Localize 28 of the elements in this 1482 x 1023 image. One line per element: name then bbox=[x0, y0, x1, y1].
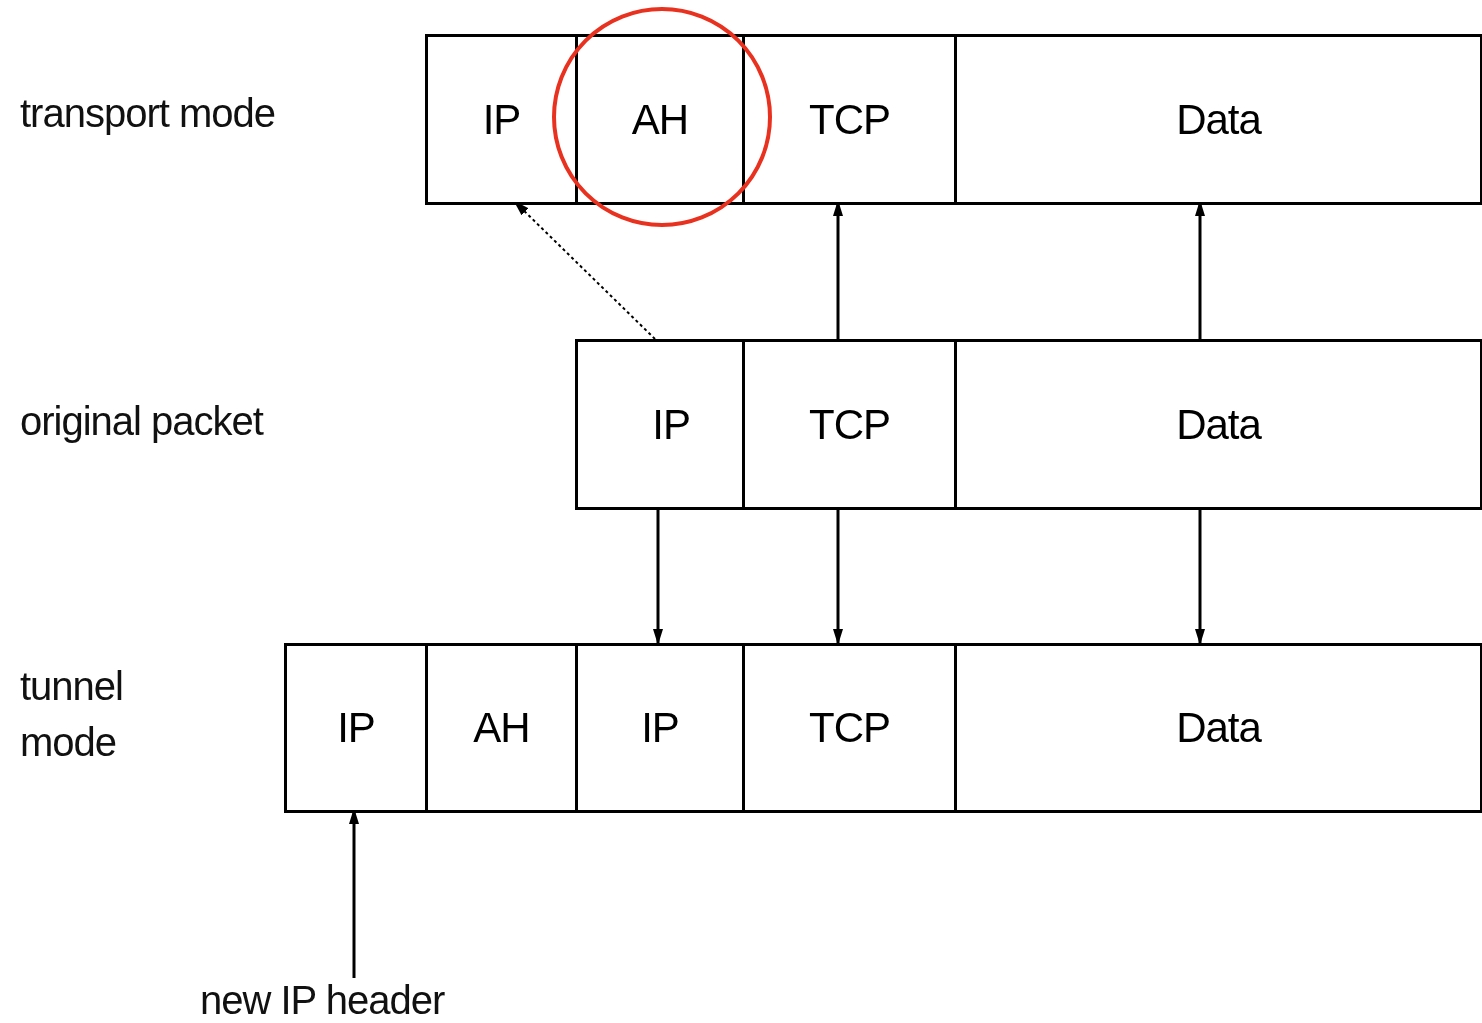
header-field-box bbox=[575, 339, 745, 510]
field-name: Data bbox=[1176, 704, 1261, 752]
header-field-box bbox=[742, 34, 957, 205]
field-name: IP bbox=[641, 704, 679, 752]
header-field-box bbox=[425, 34, 578, 205]
header-field-box bbox=[575, 643, 745, 813]
header-field-box bbox=[954, 643, 1482, 813]
header-field-box bbox=[425, 643, 578, 813]
field-name: Data bbox=[1176, 95, 1261, 144]
annotation-text: new IP header bbox=[200, 978, 520, 1022]
field-name: Data bbox=[1176, 400, 1261, 449]
header-field-box bbox=[954, 34, 1482, 205]
field-name: IP bbox=[482, 95, 521, 144]
field-name: AH bbox=[631, 95, 689, 144]
field-name: TCP bbox=[809, 704, 890, 752]
header-field-box bbox=[575, 34, 745, 205]
row-label: transport mode bbox=[20, 90, 277, 137]
field-name: AH bbox=[473, 704, 530, 752]
row-label: tunnel mode bbox=[20, 663, 124, 766]
field-name: TCP bbox=[809, 95, 890, 144]
field-name: TCP bbox=[809, 400, 890, 449]
header-field-box bbox=[284, 643, 428, 813]
header-field-box bbox=[954, 339, 1482, 510]
row-label: original packet bbox=[20, 398, 265, 445]
header-field-box bbox=[742, 643, 957, 813]
header-field-box bbox=[742, 339, 957, 510]
field-name: IP bbox=[652, 400, 690, 449]
field-name: IP bbox=[337, 704, 375, 752]
